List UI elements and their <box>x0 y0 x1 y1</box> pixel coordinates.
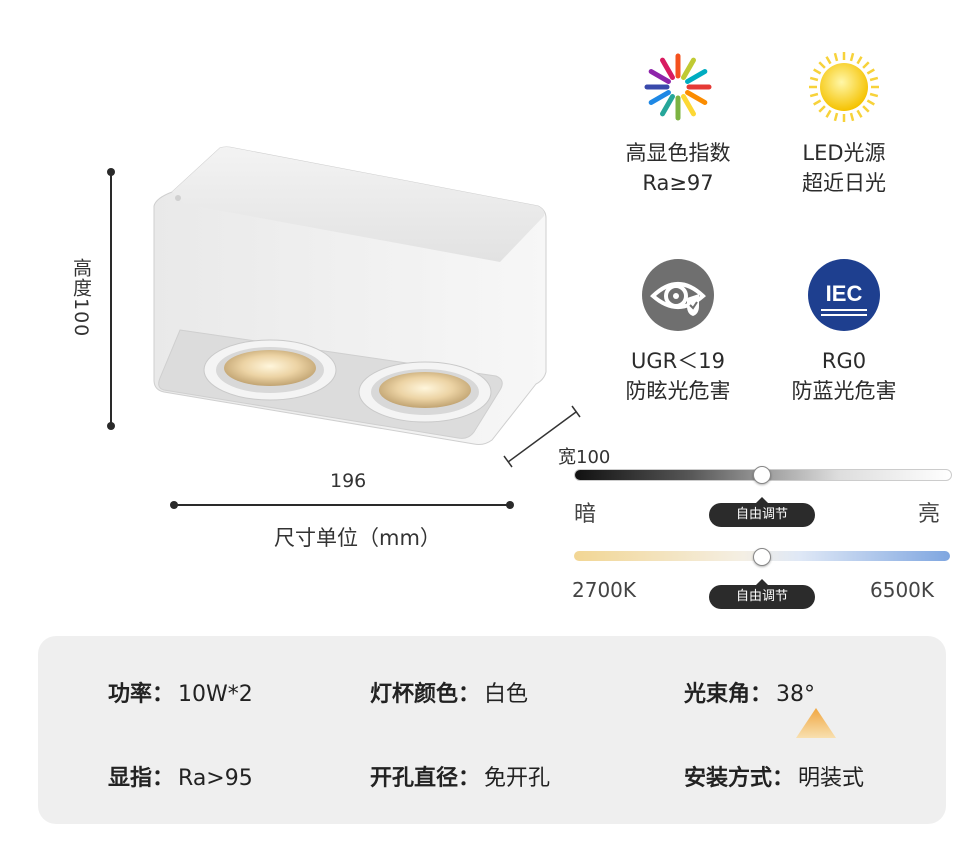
feature-blue-light: IEC RG0 防蓝光危害 <box>764 258 924 406</box>
feature-led-source: LED光源 超近日光 <box>764 50 924 198</box>
sun-ray <box>856 109 863 118</box>
spectrum-petal <box>681 94 696 117</box>
spectrum-petal <box>648 69 671 84</box>
sun-ray <box>809 92 819 98</box>
feature-line1: LED光源 <box>802 141 886 165</box>
width-dimension-line <box>503 405 581 468</box>
unit-label: 尺寸单位（mm） <box>274 526 441 550</box>
spec-value: 明装式 <box>798 766 865 791</box>
sun-ray <box>813 68 822 75</box>
width-label: 宽100 <box>558 447 611 468</box>
sun-ray <box>849 112 855 122</box>
sun-ray <box>818 61 826 69</box>
brightness-high-label: 亮 <box>918 502 941 527</box>
length-label: 196 <box>330 470 367 492</box>
height-dimension-line <box>110 172 112 426</box>
sun-ray <box>849 52 855 62</box>
spec-key: 灯杯颜色： <box>370 682 481 707</box>
spec-value: 免开孔 <box>484 766 551 791</box>
spectrum-petal <box>685 90 708 105</box>
eye-shield-icon <box>642 259 714 331</box>
feature-line2: 防蓝光危害 <box>791 379 897 403</box>
spec-color-index: 显指：Ra>95 <box>108 760 253 792</box>
sun-ray <box>825 109 832 118</box>
warm-temperature-label: 2700K <box>572 578 637 602</box>
height-dimension-top-dot <box>107 168 115 176</box>
feature-line2: 防眩光危害 <box>625 379 731 403</box>
iec-logo-text: IEC <box>826 281 863 306</box>
feature-line1: UGR＜19 <box>631 349 725 373</box>
spec-value: Ra>95 <box>178 766 253 791</box>
sun-ray <box>809 76 819 82</box>
spec-value: 10W*2 <box>178 682 253 707</box>
feature-anti-glare: UGR＜19 防眩光危害 <box>598 258 758 406</box>
sun-ray <box>862 105 870 113</box>
spec-key: 安装方式： <box>684 766 795 791</box>
spec-value: 38° <box>776 682 816 707</box>
color-temperature-adjust-badge: 自由调节 <box>709 579 815 609</box>
beam-angle-icon <box>796 708 836 738</box>
sun-ray <box>813 99 822 106</box>
downlight-product-image <box>153 146 547 445</box>
spec-panel: 功率：10W*2 灯杯颜色：白色 光束角：38° 显指：Ra>95 开孔直径：免… <box>38 636 946 824</box>
brightness-slider-handle[interactable] <box>753 466 771 484</box>
spec-value: 白色 <box>484 682 529 707</box>
brightness-low-label: 暗 <box>574 502 597 527</box>
spec-power: 功率：10W*2 <box>108 676 253 708</box>
iec-logo-icon: IEC <box>808 259 880 331</box>
sun-ray <box>869 92 879 98</box>
sun-ray <box>833 112 839 122</box>
sun-ray <box>825 56 832 65</box>
sun-ray <box>818 105 826 113</box>
feature-line1: 高显色指数 <box>625 141 731 165</box>
spectrum-petal <box>681 57 696 80</box>
sun-ray <box>833 52 839 62</box>
color-temperature-slider-handle[interactable] <box>753 548 771 566</box>
spec-installation: 安装方式：明装式 <box>684 760 864 792</box>
color-spectrum-icon <box>644 53 712 121</box>
length-dimension-left-dot <box>170 501 178 509</box>
sun-ray <box>856 56 863 65</box>
feature-line2: 超近日光 <box>802 171 886 195</box>
spectrum-petal <box>648 90 671 105</box>
height-dimension-bottom-dot <box>107 422 115 430</box>
feature-color-rendering: 高显色指数 Ra≥97 <box>598 50 758 198</box>
spec-key: 功率： <box>108 682 175 707</box>
spec-cup-color: 灯杯颜色：白色 <box>370 676 528 708</box>
height-label: 高度100 <box>70 258 92 338</box>
sun-ray <box>862 61 870 69</box>
sun-ray <box>869 76 879 82</box>
sun-icon <box>809 52 879 122</box>
spectrum-petal <box>685 69 708 84</box>
spectrum-petal <box>660 57 675 80</box>
spec-key: 光束角： <box>684 682 773 707</box>
spectrum-petal <box>660 94 675 117</box>
length-dimension-line <box>174 504 510 506</box>
sun-ray <box>866 99 875 106</box>
feature-line2: Ra≥97 <box>642 171 714 195</box>
spec-beam-angle: 光束角：38° <box>684 676 815 708</box>
spec-key: 开孔直径： <box>370 766 481 791</box>
cool-temperature-label: 6500K <box>870 578 935 602</box>
feature-line1: RG0 <box>821 349 867 373</box>
spec-cutout-diameter: 开孔直径：免开孔 <box>370 760 550 792</box>
sun-ray <box>866 68 875 75</box>
length-dimension-right-dot <box>506 501 514 509</box>
spec-key: 显指： <box>108 766 175 791</box>
brightness-adjust-badge: 自由调节 <box>709 497 815 527</box>
